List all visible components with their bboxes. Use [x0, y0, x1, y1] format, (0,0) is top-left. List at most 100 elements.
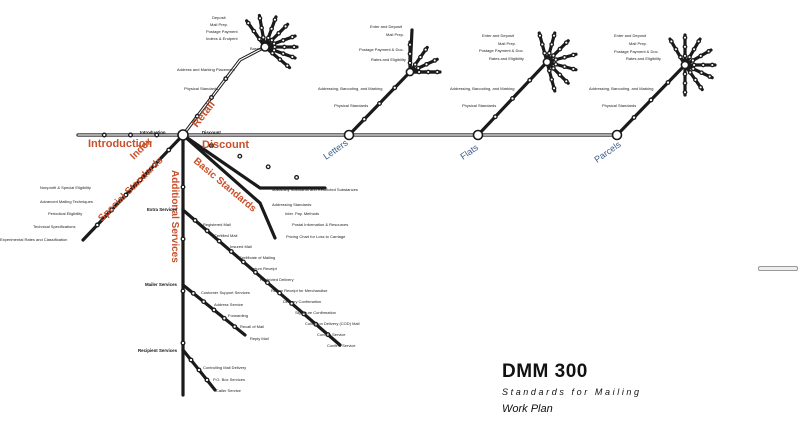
line-stop[interactable]	[665, 80, 671, 85]
hub-introduction-discount[interactable]	[177, 129, 189, 141]
burst-stop[interactable]	[699, 70, 704, 76]
line-stop[interactable]	[277, 290, 283, 296]
burst-stop[interactable]	[570, 66, 576, 72]
line-stop[interactable]	[392, 85, 398, 91]
hub-letters-burst[interactable]	[405, 67, 415, 77]
burst-stop[interactable]	[669, 39, 674, 44]
line-stop[interactable]	[192, 217, 198, 223]
burst-stop[interactable]	[698, 84, 703, 90]
burst-stop[interactable]	[407, 51, 413, 57]
burst-stop[interactable]	[280, 38, 286, 43]
line-stop[interactable]	[180, 288, 186, 294]
line-stop[interactable]	[289, 301, 295, 306]
line-stop[interactable]	[208, 143, 214, 149]
line-stop[interactable]	[101, 132, 107, 138]
burst-stop[interactable]	[682, 71, 688, 77]
burst-stop[interactable]	[687, 70, 693, 75]
line-stop[interactable]	[190, 290, 196, 296]
line-stop[interactable]	[201, 299, 207, 305]
burst-stop[interactable]	[539, 42, 545, 47]
burst-stop[interactable]	[257, 16, 263, 21]
burst-stop[interactable]	[700, 62, 706, 68]
line-stop[interactable]	[527, 77, 533, 83]
burst-stop[interactable]	[418, 54, 423, 60]
line-stop[interactable]	[377, 101, 382, 106]
line-stop[interactable]	[232, 324, 238, 330]
burst-stop[interactable]	[284, 63, 290, 69]
burst-stop[interactable]	[280, 51, 286, 56]
burst-stop[interactable]	[691, 62, 697, 68]
burst-stop[interactable]	[276, 30, 282, 36]
burst-stop[interactable]	[551, 53, 556, 58]
burst-stop[interactable]	[265, 35, 271, 41]
burst-stop[interactable]	[563, 78, 569, 84]
burst-stop[interactable]	[423, 47, 428, 53]
line-stop[interactable]	[631, 115, 637, 120]
burst-stop[interactable]	[289, 54, 295, 60]
line-stop[interactable]	[265, 280, 270, 286]
burst-stop[interactable]	[257, 36, 262, 42]
line-stop[interactable]	[325, 332, 331, 338]
burst-stop[interactable]	[407, 42, 413, 48]
burst-stop[interactable]	[270, 50, 275, 56]
hub-letters[interactable]	[343, 129, 355, 141]
burst-stop[interactable]	[690, 58, 696, 63]
burst-stop[interactable]	[291, 44, 297, 50]
burst-stop[interactable]	[269, 37, 275, 43]
hub-parcels[interactable]	[611, 129, 623, 141]
line-stop[interactable]	[223, 76, 229, 82]
burst-stop[interactable]	[682, 35, 688, 41]
burst-stop[interactable]	[562, 54, 567, 60]
burst-stop[interactable]	[553, 57, 559, 62]
burst-stop[interactable]	[277, 57, 283, 62]
line-stop[interactable]	[109, 207, 115, 213]
burst-stop[interactable]	[553, 62, 559, 67]
burst-stop[interactable]	[551, 66, 556, 71]
line-stop[interactable]	[194, 113, 200, 119]
line-stop[interactable]	[209, 95, 214, 100]
burst-stop[interactable]	[682, 44, 688, 50]
burst-stop[interactable]	[251, 28, 257, 34]
burst-stop[interactable]	[690, 66, 696, 72]
line-stop[interactable]	[265, 164, 271, 170]
burst-stop[interactable]	[678, 54, 683, 60]
line-stop[interactable]	[128, 132, 133, 138]
line-stop[interactable]	[313, 321, 319, 327]
line-stop[interactable]	[188, 357, 194, 363]
burst-stop[interactable]	[570, 52, 576, 58]
burst-stop[interactable]	[259, 25, 264, 31]
burst-stop[interactable]	[682, 80, 688, 86]
line-stop[interactable]	[137, 177, 143, 183]
line-stop[interactable]	[216, 238, 222, 244]
line-stop[interactable]	[123, 192, 129, 198]
line-stop[interactable]	[166, 147, 172, 153]
line-stop[interactable]	[221, 315, 227, 321]
burst-stop[interactable]	[551, 85, 557, 91]
line-stop[interactable]	[240, 259, 246, 265]
hub-parcels-burst[interactable]	[680, 60, 690, 70]
burst-stop[interactable]	[549, 77, 555, 82]
hub-retail[interactable]	[260, 42, 270, 52]
burst-stop[interactable]	[289, 34, 295, 40]
burst-stop[interactable]	[269, 26, 274, 32]
burst-stop[interactable]	[547, 50, 552, 56]
burst-stop[interactable]	[706, 49, 711, 54]
burst-stop[interactable]	[709, 62, 715, 68]
burst-stop[interactable]	[282, 44, 287, 50]
line-stop[interactable]	[253, 269, 258, 275]
burst-stop[interactable]	[425, 69, 431, 75]
line-stop[interactable]	[361, 116, 367, 122]
burst-stop[interactable]	[416, 69, 422, 75]
line-stop[interactable]	[294, 174, 300, 180]
line-stop[interactable]	[180, 236, 186, 242]
line-stop[interactable]	[180, 340, 186, 346]
line-stop[interactable]	[151, 162, 157, 168]
burst-stop[interactable]	[693, 77, 698, 83]
burst-stop[interactable]	[673, 46, 679, 52]
line-stop[interactable]	[301, 311, 307, 317]
burst-stop[interactable]	[707, 74, 713, 79]
burst-stop[interactable]	[245, 20, 251, 26]
burst-stop[interactable]	[551, 33, 557, 39]
burst-stop[interactable]	[563, 40, 569, 46]
burst-stop[interactable]	[696, 39, 701, 44]
